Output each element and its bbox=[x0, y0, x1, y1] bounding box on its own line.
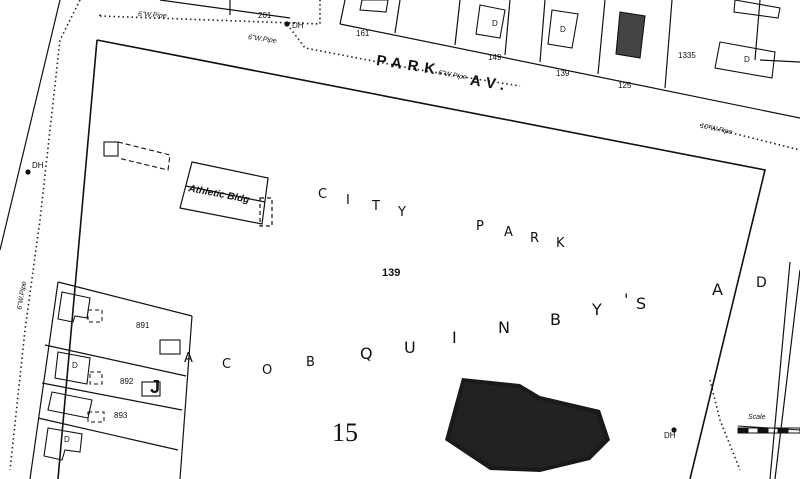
quinby-letter-6: Q bbox=[360, 344, 374, 363]
quinby-letter-4: O bbox=[262, 363, 274, 378]
city-park-letter-3: T bbox=[372, 199, 381, 214]
frame-marker-3: D bbox=[744, 55, 750, 64]
quinby-letter-1: J bbox=[150, 377, 161, 397]
quinby-letter-15: D bbox=[756, 275, 768, 291]
dh-marker-top: DH bbox=[292, 21, 304, 30]
frame-marker-2: D bbox=[560, 25, 566, 34]
quinby-letter-7: U bbox=[404, 338, 417, 357]
lot-1335: 1335 bbox=[678, 51, 696, 60]
dh-marker-left: DH bbox=[32, 161, 44, 170]
east-block bbox=[769, 261, 800, 479]
lot-125: 125 bbox=[618, 81, 632, 90]
quinby-letter-2: A bbox=[184, 351, 194, 366]
quinby-letter-9: N bbox=[498, 318, 511, 337]
quinby-letter-13: S bbox=[636, 294, 648, 313]
quinby-letter-12: ' bbox=[624, 290, 630, 309]
quinby-letter-8: I bbox=[452, 328, 458, 347]
west-sheds bbox=[87, 309, 105, 423]
frame-marker-5: D bbox=[64, 435, 70, 444]
lot-891: 891 bbox=[136, 321, 150, 330]
quinby-letter-10: B bbox=[550, 310, 562, 329]
quinby-letter-3: C bbox=[222, 357, 233, 372]
hydrant-markers bbox=[25, 21, 677, 433]
north-buildings bbox=[359, 0, 781, 79]
dh-marker-right: DH bbox=[664, 431, 676, 440]
sheet-number: 15 bbox=[332, 418, 358, 447]
scale-bar-label: Scale bbox=[748, 414, 766, 421]
city-park-letter-5: P bbox=[476, 219, 485, 234]
quinby-letter-5: B bbox=[306, 355, 316, 370]
park-shed bbox=[103, 141, 171, 171]
frame-marker-1: D bbox=[492, 19, 498, 28]
water-pipes bbox=[9, 0, 800, 471]
quinby-letter-14: A bbox=[712, 280, 724, 299]
lot-161: 161 bbox=[356, 29, 370, 38]
lot-149: 149 bbox=[488, 53, 502, 62]
quinby-letter-11: Y bbox=[592, 300, 603, 319]
city-park-outline bbox=[57, 39, 766, 479]
block-number: 139 bbox=[382, 267, 401, 279]
lot-139: 139 bbox=[556, 69, 570, 78]
city-park-letter-8: K bbox=[556, 236, 566, 251]
city-park-letter-6: A bbox=[504, 225, 514, 240]
north-west-block bbox=[0, 0, 291, 251]
frame-marker-4: D bbox=[72, 361, 78, 370]
scale-bar bbox=[737, 425, 800, 434]
lot-892: 892 bbox=[120, 377, 134, 386]
city-park-letter-2: I bbox=[346, 193, 351, 208]
city-park-letter-4: Y bbox=[398, 205, 407, 220]
city-park-letter-1: C bbox=[318, 187, 329, 202]
dark-building bbox=[445, 378, 610, 472]
athletic-building-shape bbox=[179, 161, 273, 227]
city-park-letter-7: R bbox=[530, 231, 541, 246]
north-block bbox=[339, 0, 800, 119]
lot-201: 201 bbox=[258, 11, 272, 20]
west-lots bbox=[29, 281, 193, 479]
lot-893: 893 bbox=[114, 411, 128, 420]
